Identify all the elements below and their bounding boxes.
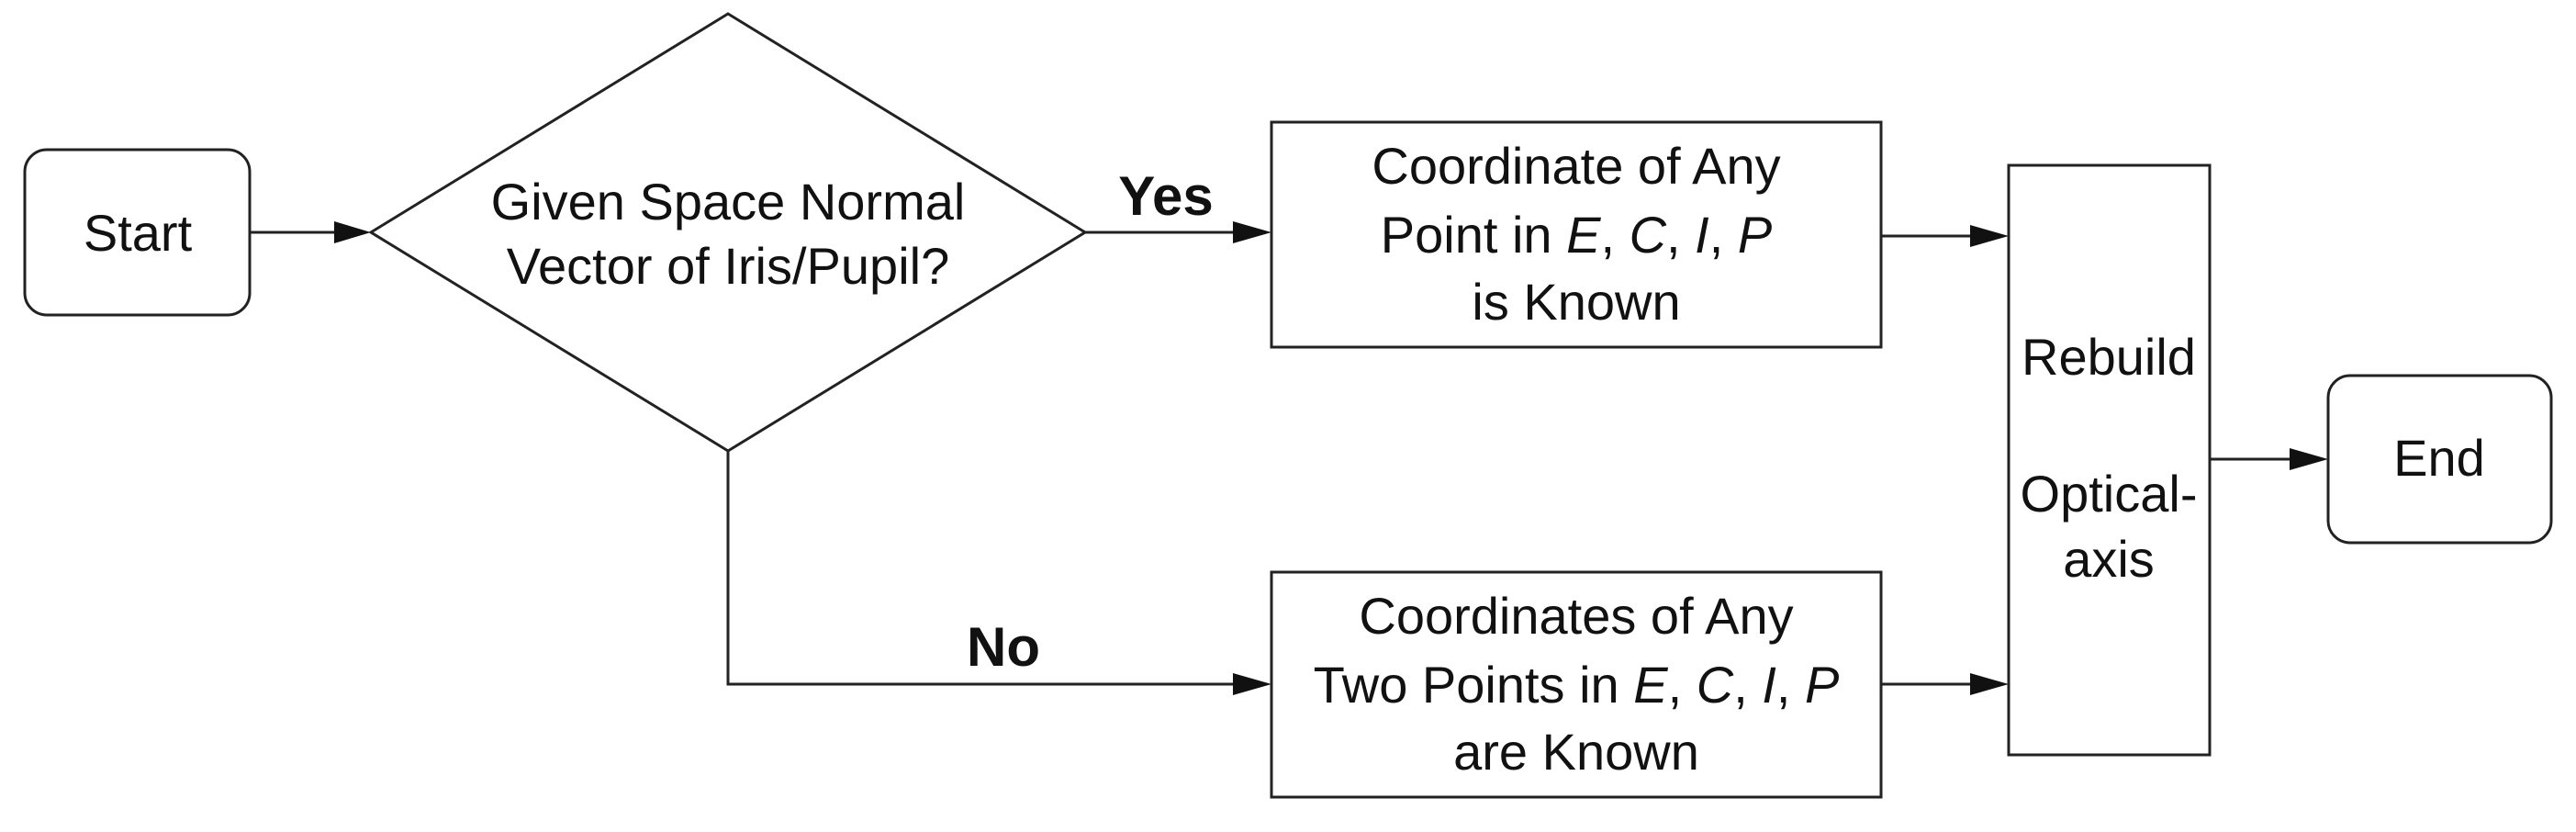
rebuild-optical-axis-box: Rebuild Optical- axis xyxy=(2007,163,2212,757)
known-two-points-line3: are Known xyxy=(1453,723,1699,781)
known-point-box-shape xyxy=(1270,120,1883,349)
decision-node: Given Space Normal Vector of Iris/Pupil? xyxy=(368,12,1088,453)
decision-label-line2: Vector of Iris/Pupil? xyxy=(507,237,949,295)
decision-diamond xyxy=(368,12,1088,453)
arrowhead-icon xyxy=(1970,225,2009,247)
rebuild-line1: Rebuild xyxy=(2022,328,2196,386)
arrowhead-icon xyxy=(1233,221,1271,243)
known-two-points-line1: Coordinates of Any xyxy=(1359,587,1793,645)
end-label: End xyxy=(2393,429,2485,487)
start-label: Start xyxy=(84,204,193,262)
arrowhead-icon xyxy=(2290,448,2328,470)
known-two-points-box: Coordinates of Any Two Points in E, C, I… xyxy=(1270,570,1883,799)
edge-label-yes: Yes xyxy=(1118,165,1213,227)
start-node: Start xyxy=(23,148,252,317)
known-two-points-line2: Two Points in E, C, I, P xyxy=(1314,656,1840,714)
rebuild-line3: axis xyxy=(2063,530,2155,588)
arrowhead-icon xyxy=(334,221,371,243)
known-point-line3: is Known xyxy=(1472,273,1680,331)
edge-no: No xyxy=(726,451,1271,695)
rebuild-box-shape xyxy=(2007,163,2212,757)
edge-known-two-points-to-rebuild xyxy=(1881,673,2009,695)
arrowhead-icon xyxy=(1970,673,2009,695)
known-point-line2: Point in E, C, I, P xyxy=(1381,206,1772,264)
arrowhead-icon xyxy=(1233,673,1271,695)
edge-line xyxy=(726,451,1235,686)
end-node-shape xyxy=(2326,374,2553,545)
edge-known-point-to-rebuild xyxy=(1881,225,2009,247)
edge-start-to-decision xyxy=(250,221,371,243)
end-node: End xyxy=(2326,374,2553,545)
edge-yes: Yes xyxy=(1085,165,1271,243)
rebuild-line2: Optical- xyxy=(2021,465,2198,523)
edge-rebuild-to-end xyxy=(2210,448,2328,470)
decision-label-line1: Given Space Normal xyxy=(491,173,966,230)
known-point-line1: Coordinate of Any xyxy=(1372,137,1780,195)
edge-label-no: No xyxy=(967,616,1040,678)
known-point-box: Coordinate of Any Point in E, C, I, P is… xyxy=(1270,120,1883,349)
